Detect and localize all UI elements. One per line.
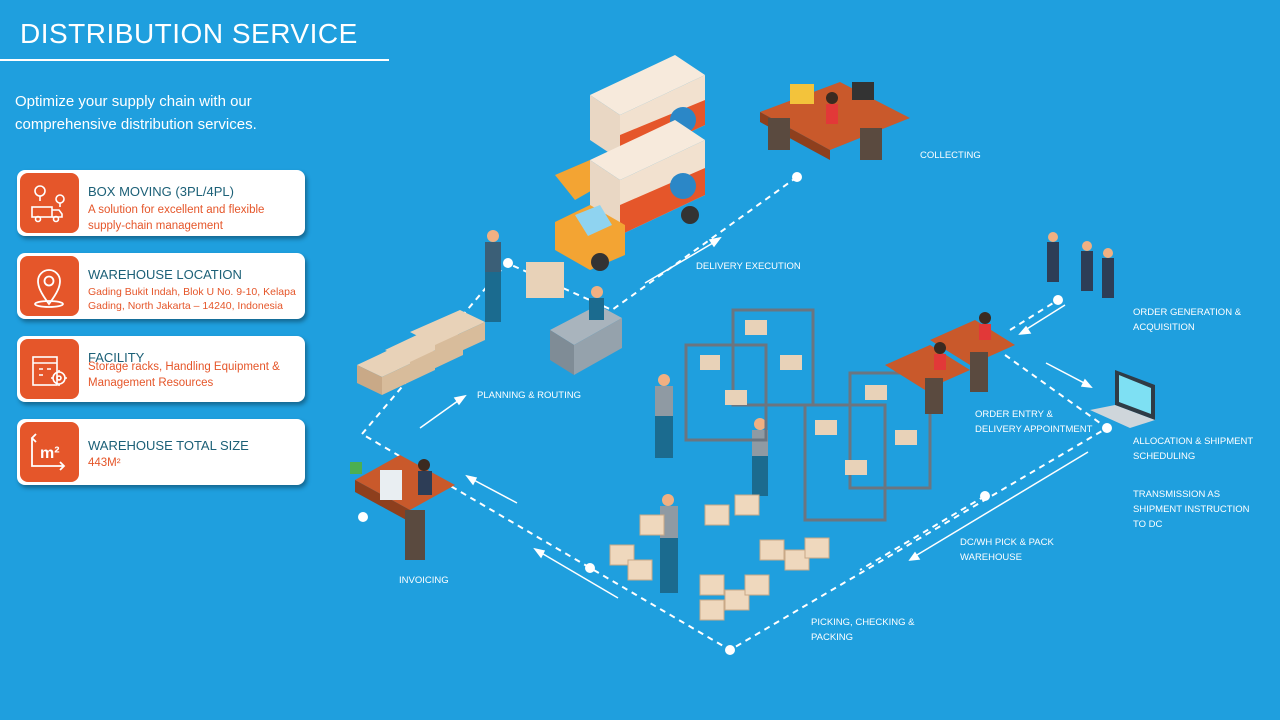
step-planning-routing: PLANNING & ROUTING: [477, 390, 581, 401]
collecting-office-illustration: [760, 82, 910, 160]
step-invoicing: INVOICING: [399, 575, 449, 586]
truck-illustration: [555, 55, 705, 271]
step-order-generation: ORDER GENERATION & ACQUISITION: [1133, 307, 1242, 333]
containers-illustration: [357, 310, 485, 395]
step-delivery-execution: DELIVERY EXECUTION: [696, 261, 801, 272]
card-description: Storage racks, Handling Equipment & Mana…: [88, 361, 280, 389]
card-description: A solution for excellent and flexible su…: [88, 204, 265, 232]
worker-figures: [485, 230, 768, 593]
step-order-entry: ORDER ENTRY & DELIVERY APPOINTMENT: [975, 409, 1093, 435]
card-title: BOX MOVING (3PL/4PL): [88, 184, 234, 199]
step-collecting: COLLECTING: [920, 150, 981, 161]
step-picking-checking: PICKING, CHECKING & PACKING: [811, 617, 915, 643]
forklift-illustration: [526, 262, 622, 375]
boxes-illustration: [609, 494, 830, 621]
card-description: Gading Bukit Indah, Blok U No. 9-10, Kel…: [88, 286, 296, 312]
intro-text: Optimize your supply chain with our comp…: [15, 93, 257, 133]
invoicing-office-illustration: [350, 455, 455, 560]
square-meter-icon: m²: [20, 422, 79, 482]
flow-arrows: [419, 236, 1093, 599]
rack-boxes: [700, 320, 917, 475]
card-facility: FACILITY Storage racks, Handling Equipme…: [17, 336, 305, 402]
card-description: 443M²: [88, 457, 121, 469]
card-box-moving: BOX MOVING (3PL/4PL) A solution for exce…: [17, 170, 305, 236]
page-title: DISTRIBUTION SERVICE: [20, 18, 358, 49]
location-pin-icon: [20, 256, 79, 316]
card-title: WAREHOUSE LOCATION: [88, 267, 242, 282]
card-warehouse-location: WAREHOUSE LOCATION Gading Bukit Indah, B…: [17, 253, 305, 319]
storage-racks-illustration: [684, 308, 932, 522]
card-title: WAREHOUSE TOTAL SIZE: [88, 438, 249, 453]
step-dc-wh-pick-pack: DC/WH PICK & PACK WAREHOUSE: [960, 537, 1054, 563]
card-warehouse-size: m² WAREHOUSE TOTAL SIZE 443M²: [17, 419, 305, 485]
title-underline: [0, 59, 389, 61]
card-title: FACILITY: [88, 350, 145, 365]
svg-text:m²: m²: [40, 445, 60, 462]
route-truck-icon: [20, 173, 79, 233]
building-gear-icon: [20, 339, 79, 399]
order-entry-office-illustration: [885, 312, 1015, 414]
step-transmission: TRANSMISSION AS SHIPMENT INSTRUCTION TO …: [1133, 489, 1250, 530]
step-allocation: ALLOCATION & SHIPMENT SCHEDULING: [1133, 436, 1254, 462]
flow-nodes: [358, 172, 1112, 655]
business-people-illustration: [1047, 232, 1114, 298]
laptop-illustration: [1090, 370, 1155, 428]
